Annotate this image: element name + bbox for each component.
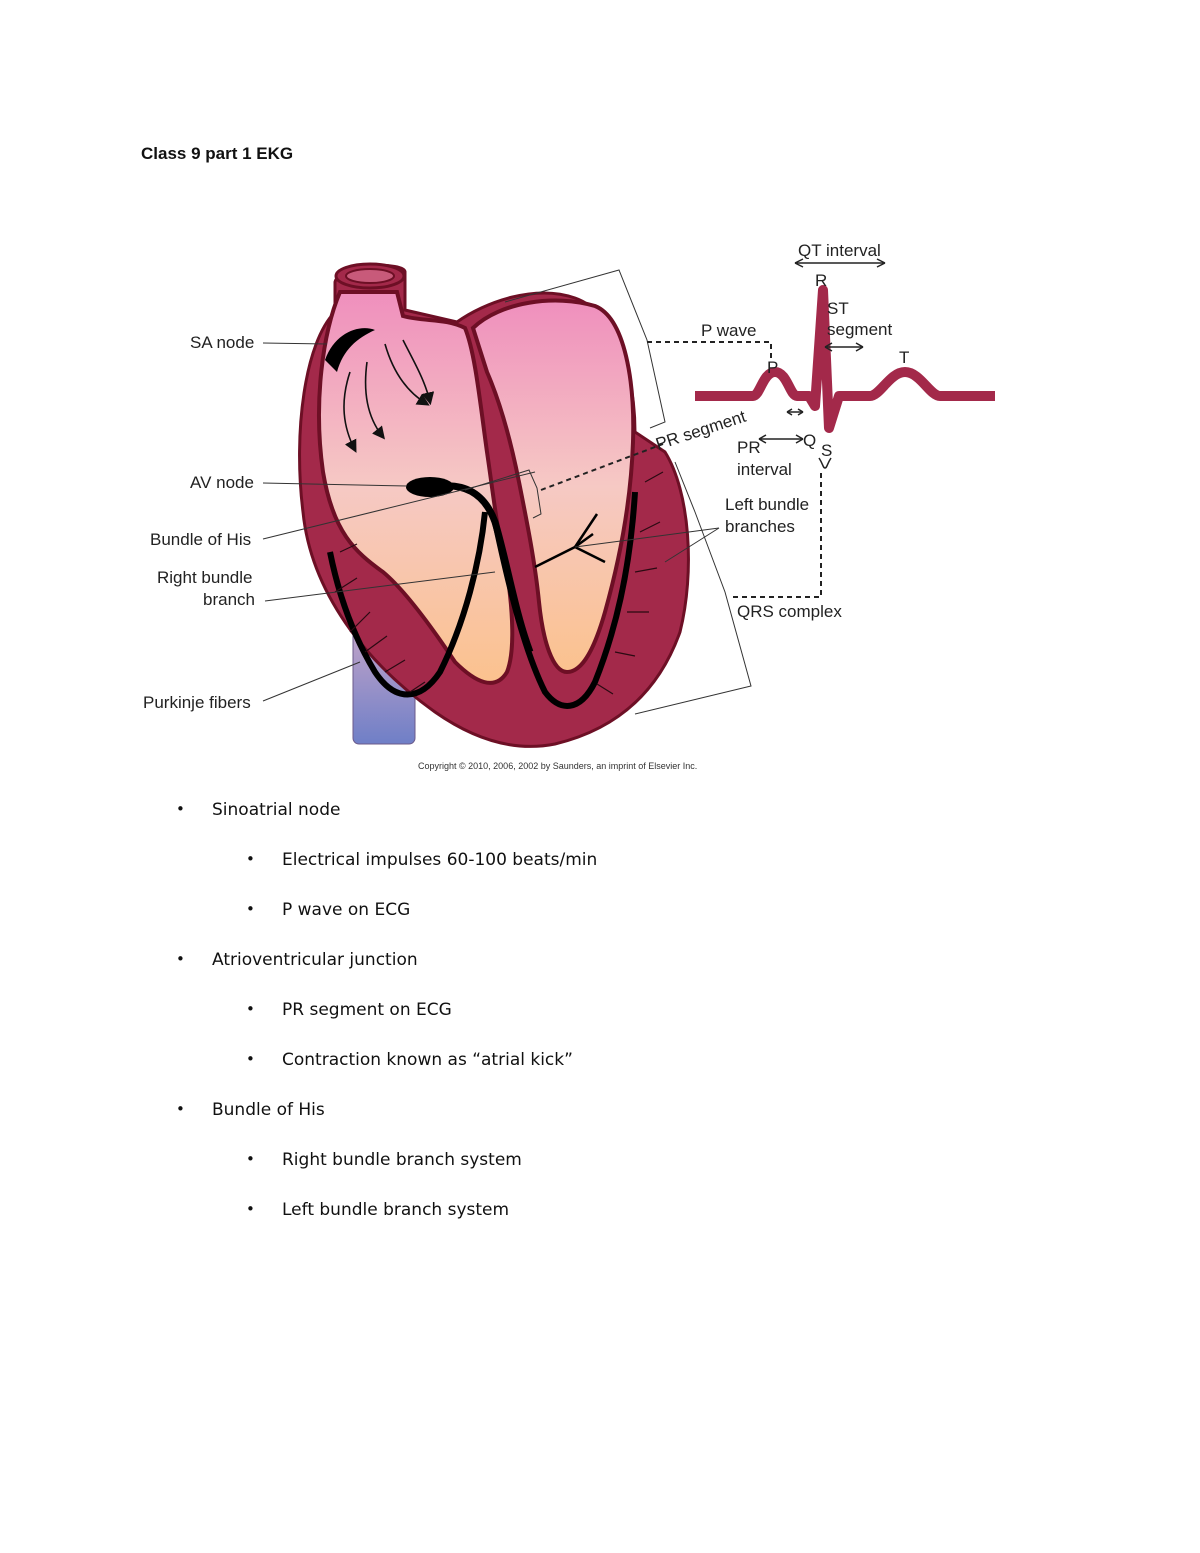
label-p-wave: P wave [701,321,756,340]
bullet-item: •Left bundle branch system [246,1200,510,1220]
label-st-1: ST [827,299,849,318]
bullet-dot: • [246,1050,255,1068]
label-p: P [767,358,778,377]
bullet-item: •Contraction known as “atrial kick” [246,1050,573,1070]
bullet-item: •Bundle of His [176,1100,325,1120]
figure-copyright: Copyright © 2010, 2006, 2002 by Saunders… [418,761,697,771]
sa-node [325,328,375,372]
bullet-item: •Atrioventricular junction [176,950,418,970]
document-title: Class 9 part 1 EKG [141,144,294,163]
purkinje-fibers [334,471,664,695]
label-sa-node: SA node [190,333,254,352]
label-t: T [899,348,909,367]
label-bundle-of-his: Bundle of His [150,530,251,549]
label-right-bundle-2: branch [203,590,255,609]
bullet-dot: • [176,800,185,818]
bullet-dot: • [176,950,185,968]
label-left-bundle-2: branches [725,517,795,536]
bullet-dot: • [176,1100,185,1118]
label-left-bundle-1: Left bundle [725,495,809,514]
label-q: Q [803,431,816,450]
bullet-item: •Sinoatrial node [176,800,341,820]
bullet-dot: • [246,900,255,918]
label-purkinje: Purkinje fibers [143,693,251,712]
bullet-dot: • [246,850,255,868]
right-bundle-branch [327,511,488,698]
bullet-item: •PR segment on ECG [246,1000,452,1020]
av-node [406,477,454,497]
dashed-connectors [540,341,822,598]
label-st-2: segment [827,320,892,339]
label-pr-interval-2: interval [737,460,792,479]
ecg-measure-arrows [758,258,886,469]
ecg-trace [695,285,995,433]
brackets [464,269,752,715]
bullet-dot: • [246,1200,255,1218]
label-s: S [821,441,832,460]
label-r: R [815,271,827,290]
label-qrs-complex: QRS complex [737,602,842,621]
bullet-dot: • [246,1000,255,1018]
label-right-bundle-1: Right bundle [157,568,252,587]
leader-lines [262,342,720,702]
label-pr-segment: PR segment [653,407,748,454]
bullet-item: •Right bundle branch system [246,1150,522,1170]
bullet-dot: • [246,1150,255,1168]
bullet-item: •P wave on ECG [246,900,411,920]
label-qt-interval: QT interval [798,241,881,260]
impulse-arrows [343,339,435,453]
label-pr-interval-1: PR [737,438,761,457]
bullet-item: •Electrical impulses 60-100 beats/min [246,850,598,870]
heart-conduction-ecg-figure: SA node AV node Bundle of His Right bund… [143,241,995,771]
left-bundle-branch [492,491,638,709]
label-av-node: AV node [190,473,254,492]
